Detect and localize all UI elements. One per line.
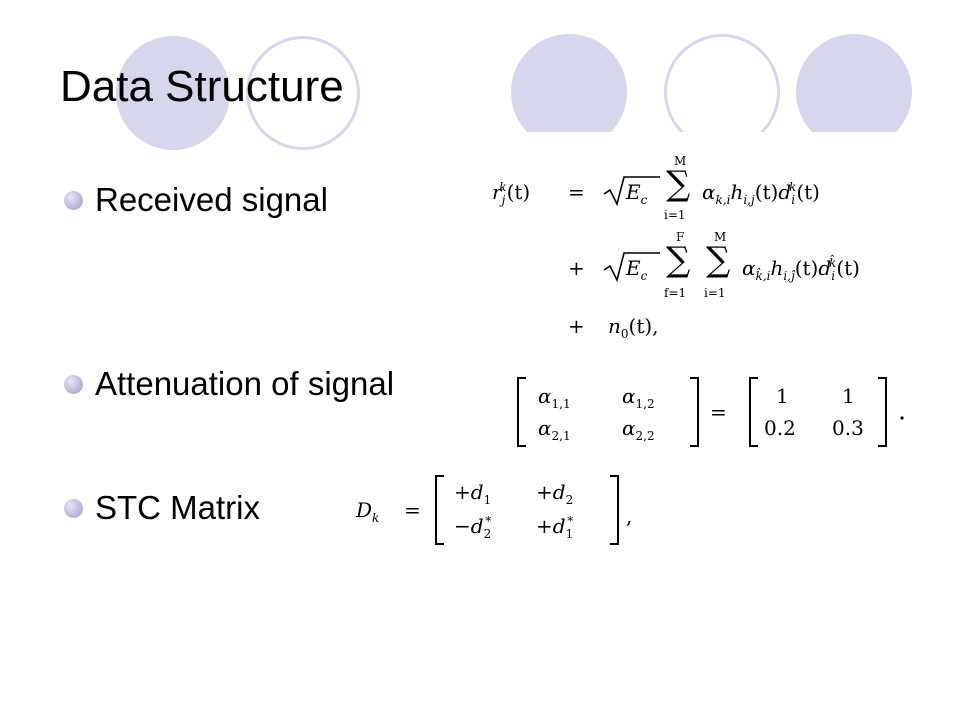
sum-upper: M <box>714 230 727 244</box>
matrix-cell: α2,1 <box>538 416 571 443</box>
stc-lhs: Dk <box>356 498 380 525</box>
matrix-cell: α1,2 <box>622 384 655 411</box>
eq-plus: + <box>568 314 585 338</box>
bullet-received-signal: Received signal <box>64 180 328 220</box>
matrix-brackets <box>517 377 904 447</box>
eq-comma: , <box>626 504 633 528</box>
sum-icon: ∑ <box>666 240 691 280</box>
matrix-cell: 0.3 <box>832 416 864 440</box>
bullet-dot-icon <box>64 498 83 518</box>
decor-circle-ring <box>246 36 360 150</box>
sqrt-radicand: Ec <box>626 180 648 207</box>
matrix-cell: 1 <box>776 384 789 408</box>
bullet-label: STC Matrix <box>95 489 260 526</box>
attenuation-equation: α1,1 α1,2 α2,1 α2,2 = 1 1 0.2 0.3 <box>510 372 910 452</box>
matrix-cell: 0.2 <box>764 416 796 440</box>
bullet-dot-icon <box>64 190 83 210</box>
eq-term-3: n0(t), <box>608 314 659 341</box>
stc-matrix-equation: Dk = +d1 +d2 −d2* +d1* , <box>352 470 652 550</box>
bullet-label: Received signal <box>95 181 328 218</box>
eq-plus: + <box>568 256 585 280</box>
decoration-mask <box>470 132 960 162</box>
decor-circle-filled <box>796 34 912 150</box>
matrix-cell: +d1* <box>536 514 574 541</box>
slide-title: Data Structure <box>60 62 344 111</box>
matrix-brackets <box>435 475 619 545</box>
eq-term-2: αk̂,ihi,ĵ(t)dik̂(t) <box>742 256 860 283</box>
sqrt-icon <box>603 252 660 283</box>
sum-lower: i=1 <box>704 286 726 300</box>
decor-circle-filled <box>116 36 230 150</box>
sum-lower: f=1 <box>664 286 687 300</box>
sum-upper: M <box>674 154 687 168</box>
sqrt-icon <box>603 176 660 207</box>
bullet-attenuation: Attenuation of signal <box>64 364 394 404</box>
sum-icon: ∑ <box>706 240 731 280</box>
sum-icon: ∑ <box>666 164 691 204</box>
sqrt-radicand: Ec <box>626 256 648 283</box>
bullet-label: Attenuation of signal <box>95 365 395 402</box>
matrix-cell: α2,2 <box>622 416 655 443</box>
matrix-cell: α1,1 <box>538 384 571 411</box>
matrix-cell: 1 <box>842 384 855 408</box>
eq-equals: = <box>404 498 421 522</box>
sum-upper: F <box>676 230 685 244</box>
matrix-cell: +d2 <box>536 480 574 507</box>
bullet-stc-matrix: STC Matrix <box>64 488 260 528</box>
eq-lhs: rjk(t) <box>492 180 531 207</box>
decor-circle-filled <box>511 34 627 150</box>
eq-term-1: αk,ihi,j(t)dik(t) <box>702 180 820 207</box>
eq-equals: = <box>568 180 585 204</box>
received-signal-equation: rjk(t) = Ec M ∑ i=1 αk,ihi,j(t)dik(t) + … <box>480 140 910 341</box>
sum-lower: i=1 <box>664 208 686 222</box>
matrix-cell: −d2* <box>454 514 492 541</box>
header-decoration <box>0 0 960 150</box>
matrix-cell: +d1 <box>454 480 492 507</box>
bullet-dot-icon <box>64 374 83 394</box>
eq-equals: = <box>710 400 727 424</box>
